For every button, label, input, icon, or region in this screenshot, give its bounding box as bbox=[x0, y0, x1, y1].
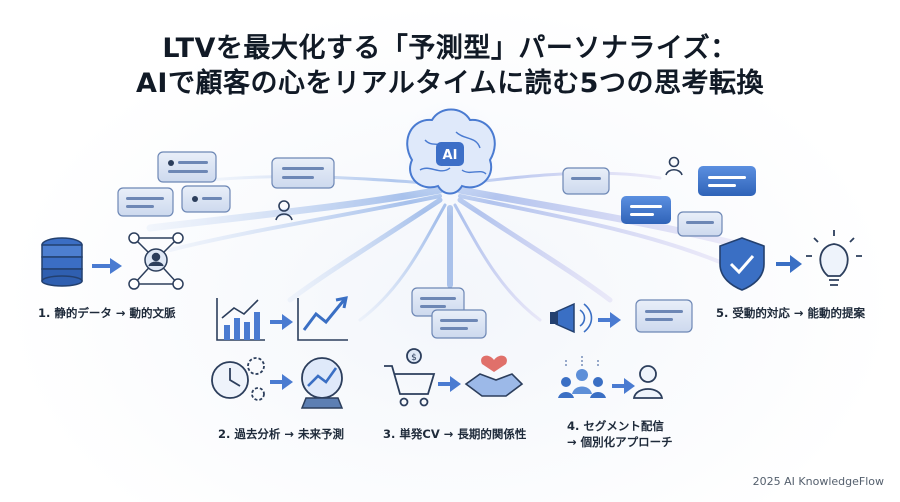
lightbulb-icon bbox=[806, 230, 862, 286]
crystal-ball-icon bbox=[300, 357, 344, 409]
shield-check-icon bbox=[719, 237, 765, 291]
arrow-icon bbox=[776, 255, 802, 273]
people-group-icon bbox=[558, 356, 606, 398]
shift-label-5: 5. 受動的対応 → 能動的提案 bbox=[716, 306, 866, 320]
clock-gear-icon bbox=[211, 357, 265, 401]
arrow-icon bbox=[612, 378, 635, 394]
shift-label-4: 4. セグメント配信 bbox=[567, 419, 664, 433]
message-bubble-icon bbox=[411, 287, 487, 339]
shift-label-2: 2. 過去分析 → 未来予測 bbox=[218, 427, 345, 441]
footer-credit: 2025 AI KnowledgeFlow bbox=[752, 475, 884, 488]
shopping-cart-icon: $ bbox=[384, 348, 436, 407]
bar-chart-icon bbox=[216, 298, 265, 341]
arrow-icon bbox=[270, 314, 293, 330]
megaphone-icon bbox=[550, 302, 593, 334]
arrow-icon bbox=[92, 258, 122, 274]
trend-chart-icon bbox=[297, 296, 348, 341]
handshake-icon bbox=[464, 355, 524, 397]
database-icon bbox=[41, 237, 83, 287]
person-icon bbox=[632, 365, 664, 399]
shift-label-1: 1. 静的データ → 動的文脈 bbox=[38, 306, 176, 320]
hub-label: AI bbox=[443, 148, 458, 163]
svg-text:$: $ bbox=[411, 353, 417, 363]
arrow-icon bbox=[270, 374, 293, 390]
shift-label-3: 3. 単発CV → 長期的関係性 bbox=[383, 427, 527, 441]
network-icon bbox=[128, 232, 184, 290]
ai-brain-icon: AI bbox=[388, 93, 512, 217]
heart-icon bbox=[481, 355, 507, 372]
arrow-icon bbox=[598, 312, 621, 328]
shift-label-4-sub: → 個別化アプローチ bbox=[567, 435, 673, 449]
arrow-icon bbox=[438, 376, 461, 392]
chat-bubbles-icon bbox=[117, 151, 756, 237]
page-title-line1: LTVを最大化する「予測型」パーソナライズ： bbox=[162, 33, 738, 64]
message-bubble-icon bbox=[635, 299, 693, 333]
